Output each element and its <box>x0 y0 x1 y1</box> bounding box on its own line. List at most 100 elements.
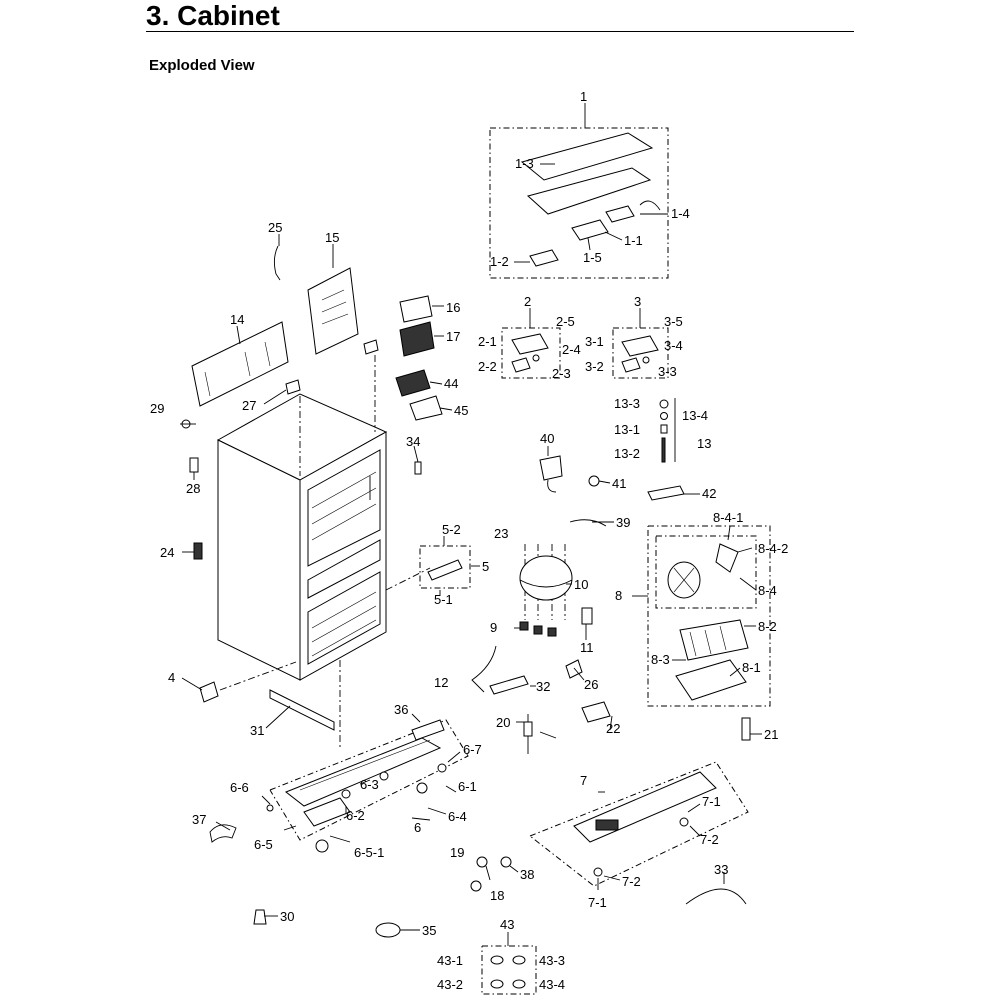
callout-23: 23 <box>494 526 508 541</box>
callout-15: 15 <box>325 230 339 245</box>
callout-42: 42 <box>702 486 716 501</box>
control-boards <box>395 295 453 421</box>
group-8-evaporator <box>632 525 771 707</box>
callout-14: 14 <box>230 312 244 327</box>
leader-lines <box>180 389 762 931</box>
callout-11: 11 <box>580 640 594 655</box>
group-3-hinge <box>612 308 669 379</box>
callout-8: 8 <box>615 588 622 603</box>
rear-panels <box>191 234 359 407</box>
callout-7-2: 7-2 <box>700 832 719 847</box>
small-parts <box>181 339 422 731</box>
callout-39: 39 <box>616 515 630 530</box>
callout-10: 10 <box>574 577 588 592</box>
callout-38: 38 <box>520 867 534 882</box>
callout-44: 44 <box>444 376 458 391</box>
callout-6-2: 6-2 <box>346 808 365 823</box>
group-6-base <box>209 719 469 853</box>
callout-8-4: 8-4 <box>758 583 777 598</box>
callout-6-1: 6-1 <box>458 779 477 794</box>
callout-2-5: 2-5 <box>556 314 575 329</box>
page-title: 3. Cabinet <box>146 0 280 31</box>
callout-9: 9 <box>490 620 497 635</box>
callout-3-5: 3-5 <box>664 314 683 329</box>
callout-29: 29 <box>150 401 164 416</box>
callout-43-3: 43-3 <box>539 953 565 968</box>
callout-33: 33 <box>714 862 728 877</box>
group-43-washers <box>481 932 537 995</box>
callout-7-1: 7-1 <box>702 794 721 809</box>
callout-13-4: 13-4 <box>682 408 708 423</box>
callout-45: 45 <box>454 403 468 418</box>
callout-6-3: 6-3 <box>360 777 379 792</box>
group-7-base-plate <box>529 761 749 887</box>
callout-13-1: 13-1 <box>614 422 640 437</box>
callout-43-2: 43-2 <box>437 977 463 992</box>
callout-34: 34 <box>406 434 420 449</box>
callout-1: 1 <box>580 89 587 104</box>
callout-7-1-lower: 7-1 <box>588 895 607 910</box>
callout-8-3: 8-3 <box>651 652 670 667</box>
callout-2-3: 2-3 <box>552 366 571 381</box>
callout-27: 27 <box>242 398 256 413</box>
callout-5-2: 5-2 <box>442 522 461 537</box>
callout-2-4: 2-4 <box>562 342 581 357</box>
callout-8-1: 8-1 <box>742 660 761 675</box>
callout-labels: 1 1-3 1-4 1-1 1-2 1-5 2 2-5 2-1 2-4 2-2 … <box>150 89 788 992</box>
group-1-top-cover <box>489 103 669 279</box>
callout-22: 22 <box>606 721 620 736</box>
group-5-bracket <box>419 545 471 589</box>
callout-43: 43 <box>500 917 514 932</box>
callout-6: 6 <box>414 820 421 835</box>
callout-2: 2 <box>524 294 531 309</box>
assembly-guide-lines <box>219 355 431 748</box>
callout-32: 32 <box>536 679 550 694</box>
callout-1-2: 1-2 <box>490 254 509 269</box>
callout-8-4-2: 8-4-2 <box>758 541 788 556</box>
callout-20: 20 <box>496 715 510 730</box>
callout-17: 17 <box>446 329 460 344</box>
callout-40: 40 <box>540 431 554 446</box>
callout-25: 25 <box>268 220 282 235</box>
section-subtitle: Exploded View <box>149 57 255 74</box>
callout-13-2: 13-2 <box>614 446 640 461</box>
callout-6-6: 6-6 <box>230 780 249 795</box>
callout-43-4: 43-4 <box>539 977 565 992</box>
callout-3-3: 3-3 <box>658 364 677 379</box>
callout-24: 24 <box>160 545 174 560</box>
cabinet-body <box>216 393 388 681</box>
callout-16: 16 <box>446 300 460 315</box>
misc-electrical <box>471 645 751 754</box>
bottom-parts <box>253 856 747 938</box>
callout-5: 5 <box>482 559 489 574</box>
callout-6-4: 6-4 <box>448 809 467 824</box>
callout-6-7: 6-7 <box>463 742 482 757</box>
callout-13: 13 <box>697 436 711 451</box>
callout-1-1: 1-1 <box>624 233 643 248</box>
callout-8-2: 8-2 <box>758 619 777 634</box>
callout-31: 31 <box>250 723 264 738</box>
callout-2-1: 2-1 <box>478 334 497 349</box>
callout-3-1: 3-1 <box>585 334 604 349</box>
title-rule <box>146 31 854 32</box>
callout-1-3: 1-3 <box>515 156 534 171</box>
callout-1-5: 1-5 <box>583 250 602 265</box>
callout-18: 18 <box>490 888 504 903</box>
compressor <box>519 544 593 637</box>
callout-37: 37 <box>192 812 206 827</box>
callout-3: 3 <box>634 294 641 309</box>
callout-3-4: 3-4 <box>664 338 683 353</box>
callout-41: 41 <box>612 476 626 491</box>
callout-7: 7 <box>580 773 587 788</box>
callout-1-4: 1-4 <box>671 206 690 221</box>
callout-4: 4 <box>168 670 175 685</box>
callout-3-2: 3-2 <box>585 359 604 374</box>
group-13-hinge-shaft <box>659 398 676 463</box>
callout-30: 30 <box>280 909 294 924</box>
group-2-hinge <box>501 308 561 379</box>
callout-19: 19 <box>450 845 464 860</box>
callout-36: 36 <box>394 702 408 717</box>
callout-43-1: 43-1 <box>437 953 463 968</box>
callout-13-3: 13-3 <box>614 396 640 411</box>
